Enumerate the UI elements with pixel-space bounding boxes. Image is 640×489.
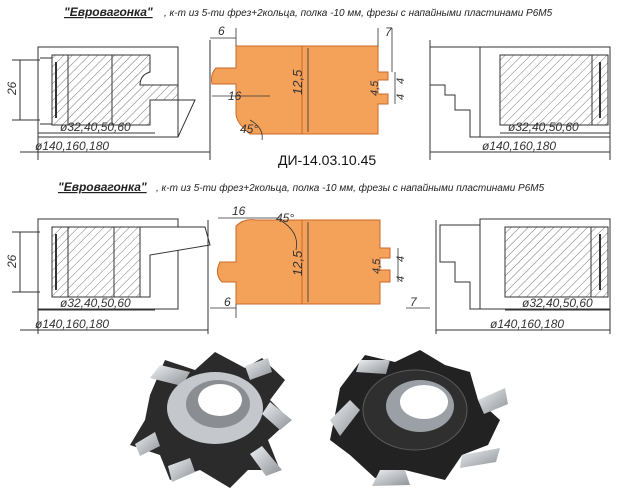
- cutter-set-photo: [130, 352, 292, 488]
- top-left-dia-small: ø32,40,50,60: [60, 120, 131, 134]
- bottom-left-cutter-section: [12, 218, 211, 334]
- bottom-title: "Евровагонка": [58, 180, 147, 194]
- top-dim-7: 7: [385, 25, 393, 39]
- bottom-right-dia-large: ø140,160,180: [490, 317, 564, 331]
- top-left-cutter-section: [12, 40, 211, 160]
- top-dim-16: 16: [228, 89, 242, 103]
- bottom-right-dia-small: ø32,40,50,60: [522, 296, 593, 310]
- bottom-dim-6: 6: [224, 295, 231, 309]
- top-right-dia-large: ø140,160,180: [482, 139, 556, 153]
- top-dim-4b: 4: [395, 94, 407, 100]
- bottom-dim-12-5: 12,5: [290, 250, 305, 276]
- top-right-dia-small: ø32,40,50,60: [508, 120, 579, 134]
- bottom-section: "Евровагонка" , к-т из 5-ти фрез+2кольца…: [5, 180, 611, 334]
- bottom-left-height-label: 26: [5, 254, 19, 269]
- top-subtitle: , к-т из 5-ти фрез+2кольца, полка -10 мм…: [164, 7, 553, 19]
- top-left-height-label: 26: [5, 81, 19, 96]
- top-dim-4-5: 4,5: [369, 80, 381, 96]
- top-angle: 45°: [240, 122, 258, 136]
- top-profile: [210, 28, 396, 141]
- bottom-left-dia-small: ø32,40,50,60: [60, 296, 131, 310]
- top-section: "Евровагонка" , к-т из 5-ти фрез+2кольца…: [5, 5, 611, 160]
- top-dim-12-5: 12,5: [290, 69, 305, 95]
- top-dim-4a: 4: [395, 78, 407, 84]
- bottom-profile: [210, 217, 430, 318]
- bottom-angle: 45°: [276, 211, 294, 225]
- bottom-dim-4-5: 4,5: [371, 258, 383, 274]
- bottom-dim-4a: 4: [395, 256, 407, 262]
- bottom-right-cutter-section: [435, 218, 611, 334]
- bottom-dim-7: 7: [410, 295, 418, 309]
- bottom-subtitle: , к-т из 5-ти фрез+2кольца, полка -10 мм…: [156, 182, 545, 194]
- top-left-dia-large: ø140,160,180: [35, 139, 109, 153]
- cutter-single-photo: [330, 350, 508, 486]
- bottom-dim-4b: 4: [395, 276, 407, 282]
- bottom-dim-16: 16: [232, 204, 246, 218]
- top-dim-6: 6: [218, 24, 225, 38]
- top-title: "Евровагонка": [64, 5, 153, 19]
- article-code: ДИ-14.03.10.45: [278, 152, 376, 168]
- bottom-left-dia-large: ø140,160,180: [35, 317, 109, 331]
- top-right-cutter-section: [429, 40, 611, 160]
